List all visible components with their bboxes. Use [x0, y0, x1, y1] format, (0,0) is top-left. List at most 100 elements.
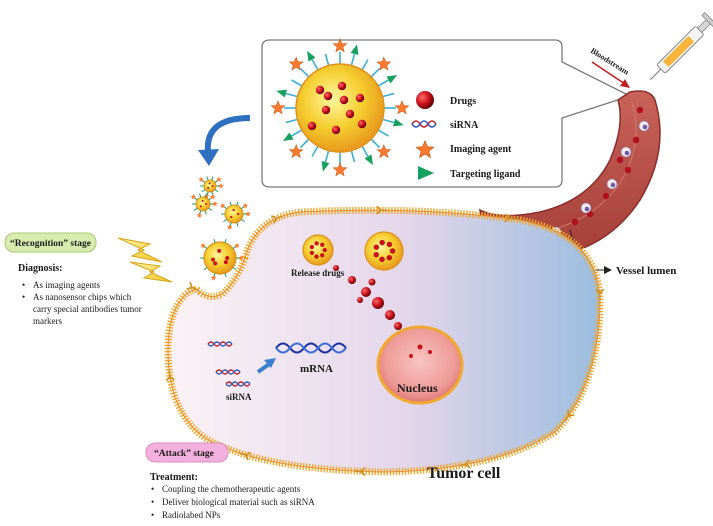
svg-text:•: •	[151, 510, 154, 520]
receptor-icon	[459, 459, 471, 469]
receptor-icon	[595, 288, 605, 300]
receptor-icon	[564, 410, 575, 422]
receptor-icon	[165, 370, 175, 382]
drug-sphere-icon	[323, 91, 333, 101]
bloodstream-label: Bloodstream	[589, 46, 631, 77]
drug-sphere-icon	[386, 241, 393, 248]
star-icon	[288, 143, 304, 159]
star-icon	[190, 193, 197, 200]
ligand-stalk	[350, 150, 356, 163]
ligand-stalk	[324, 150, 330, 163]
cell-nucleus-dot	[642, 124, 648, 130]
drug-sphere-icon	[314, 254, 319, 259]
nanoparticle-small-3	[224, 204, 244, 224]
star-icon	[216, 176, 222, 182]
ligand-stalk	[232, 267, 237, 271]
red-blood-cell	[602, 192, 610, 200]
svg-text:•: •	[151, 497, 154, 507]
drug-sphere-icon	[322, 247, 327, 253]
ligand-stalk	[299, 138, 310, 149]
star-icon	[200, 242, 206, 249]
receptor-icon	[503, 213, 515, 223]
treatment-item: Coupling the chemotherapeutic agents	[162, 484, 301, 494]
drug-sphere-icon	[205, 203, 208, 205]
drug-sphere-icon	[201, 199, 204, 202]
ligand-stalk	[213, 238, 216, 243]
drug-sphere-icon	[225, 256, 230, 260]
drug-sphere-icon	[416, 91, 434, 109]
syringe-icon	[649, 12, 713, 81]
attack-stage-badge	[145, 442, 229, 463]
treatment-item: Deliver biological material such as siRN…	[162, 497, 315, 507]
ligand-stalk	[324, 53, 330, 66]
nucleus	[376, 325, 464, 405]
star-icon	[288, 56, 304, 71]
ligand-stalk	[285, 92, 298, 98]
drug-sphere-icon	[223, 260, 228, 265]
star-icon	[218, 183, 224, 189]
star-icon	[219, 202, 226, 209]
drug-sphere-icon	[314, 241, 319, 246]
ligand-stalk	[361, 59, 369, 71]
drug-sphere-icon	[315, 85, 325, 95]
ligand-stalk	[204, 193, 207, 198]
vessel-lumen-label: Vessel lumen	[616, 265, 676, 277]
drug-sphere-icon	[211, 185, 214, 187]
receptor-icon	[186, 281, 198, 291]
legend: Drugs siRNA Imaging agent Targeting liga…	[411, 91, 521, 180]
drug-sphere-icon	[345, 109, 355, 119]
triangle-icon	[418, 166, 434, 180]
mrna-label: mRNA	[300, 363, 333, 375]
ligand-stalk	[208, 207, 213, 211]
drug-sphere-icon	[207, 187, 210, 190]
ligand-stalk	[377, 129, 389, 137]
cell-nucleus-dot	[584, 206, 590, 212]
drug-sphere-icon	[379, 256, 385, 263]
ligand-stalk	[285, 118, 298, 124]
drug-sphere-icon	[210, 257, 215, 262]
triangle-icon	[307, 50, 316, 62]
legend-label-imaging: Imaging agent	[450, 144, 512, 155]
drug-sphere-icon	[337, 81, 347, 91]
ligand-stalk	[291, 129, 303, 137]
ligand-stalk	[214, 189, 219, 193]
drug-sphere-icon	[320, 242, 325, 247]
sirna-helix-icon	[207, 341, 251, 387]
ligand-stalk	[370, 138, 381, 149]
svg-text:•: •	[22, 280, 25, 290]
nucleus-label: Nucleus	[397, 381, 438, 395]
drug-sphere-icon	[309, 250, 315, 256]
nanoparticle-large	[270, 38, 410, 177]
drug-sphere-icon	[321, 105, 331, 115]
triangle-icon	[386, 74, 398, 84]
drug-sphere-icon	[333, 265, 339, 271]
recognition-stage-badge	[4, 232, 97, 253]
cell-nucleus-dot	[610, 182, 616, 188]
ligand-stalk	[377, 79, 389, 87]
star-icon	[203, 193, 210, 199]
drug-sphere-icon	[232, 208, 235, 212]
drug-sphere-icon	[339, 95, 349, 105]
ligand-stalk	[311, 145, 319, 157]
drug-sphere-icon	[348, 276, 356, 284]
legend-label-ligand: Targeting ligand	[450, 169, 521, 180]
curved-arrow-icon	[198, 115, 251, 166]
star-icon	[376, 143, 392, 159]
star-icon	[415, 139, 435, 159]
ligand-stalk	[204, 210, 207, 215]
triangle-icon	[321, 161, 330, 172]
tumor-cell	[164, 205, 605, 477]
ligand-stalk	[311, 59, 319, 71]
ligand-stalk	[291, 79, 303, 87]
attack-stage-label: “Attack” stage	[154, 448, 214, 459]
star-icon	[210, 275, 217, 281]
red-blood-cell	[624, 166, 632, 174]
drug-sphere-icon	[355, 93, 365, 103]
red-blood-cell	[636, 106, 644, 114]
star-icon	[238, 255, 244, 261]
drug-sphere-icon	[320, 253, 325, 258]
ligand-stalk	[199, 193, 202, 198]
ligand-stalk	[240, 218, 245, 223]
drug-sphere-icon	[394, 322, 402, 330]
diagnosis-item: markers	[33, 316, 62, 326]
